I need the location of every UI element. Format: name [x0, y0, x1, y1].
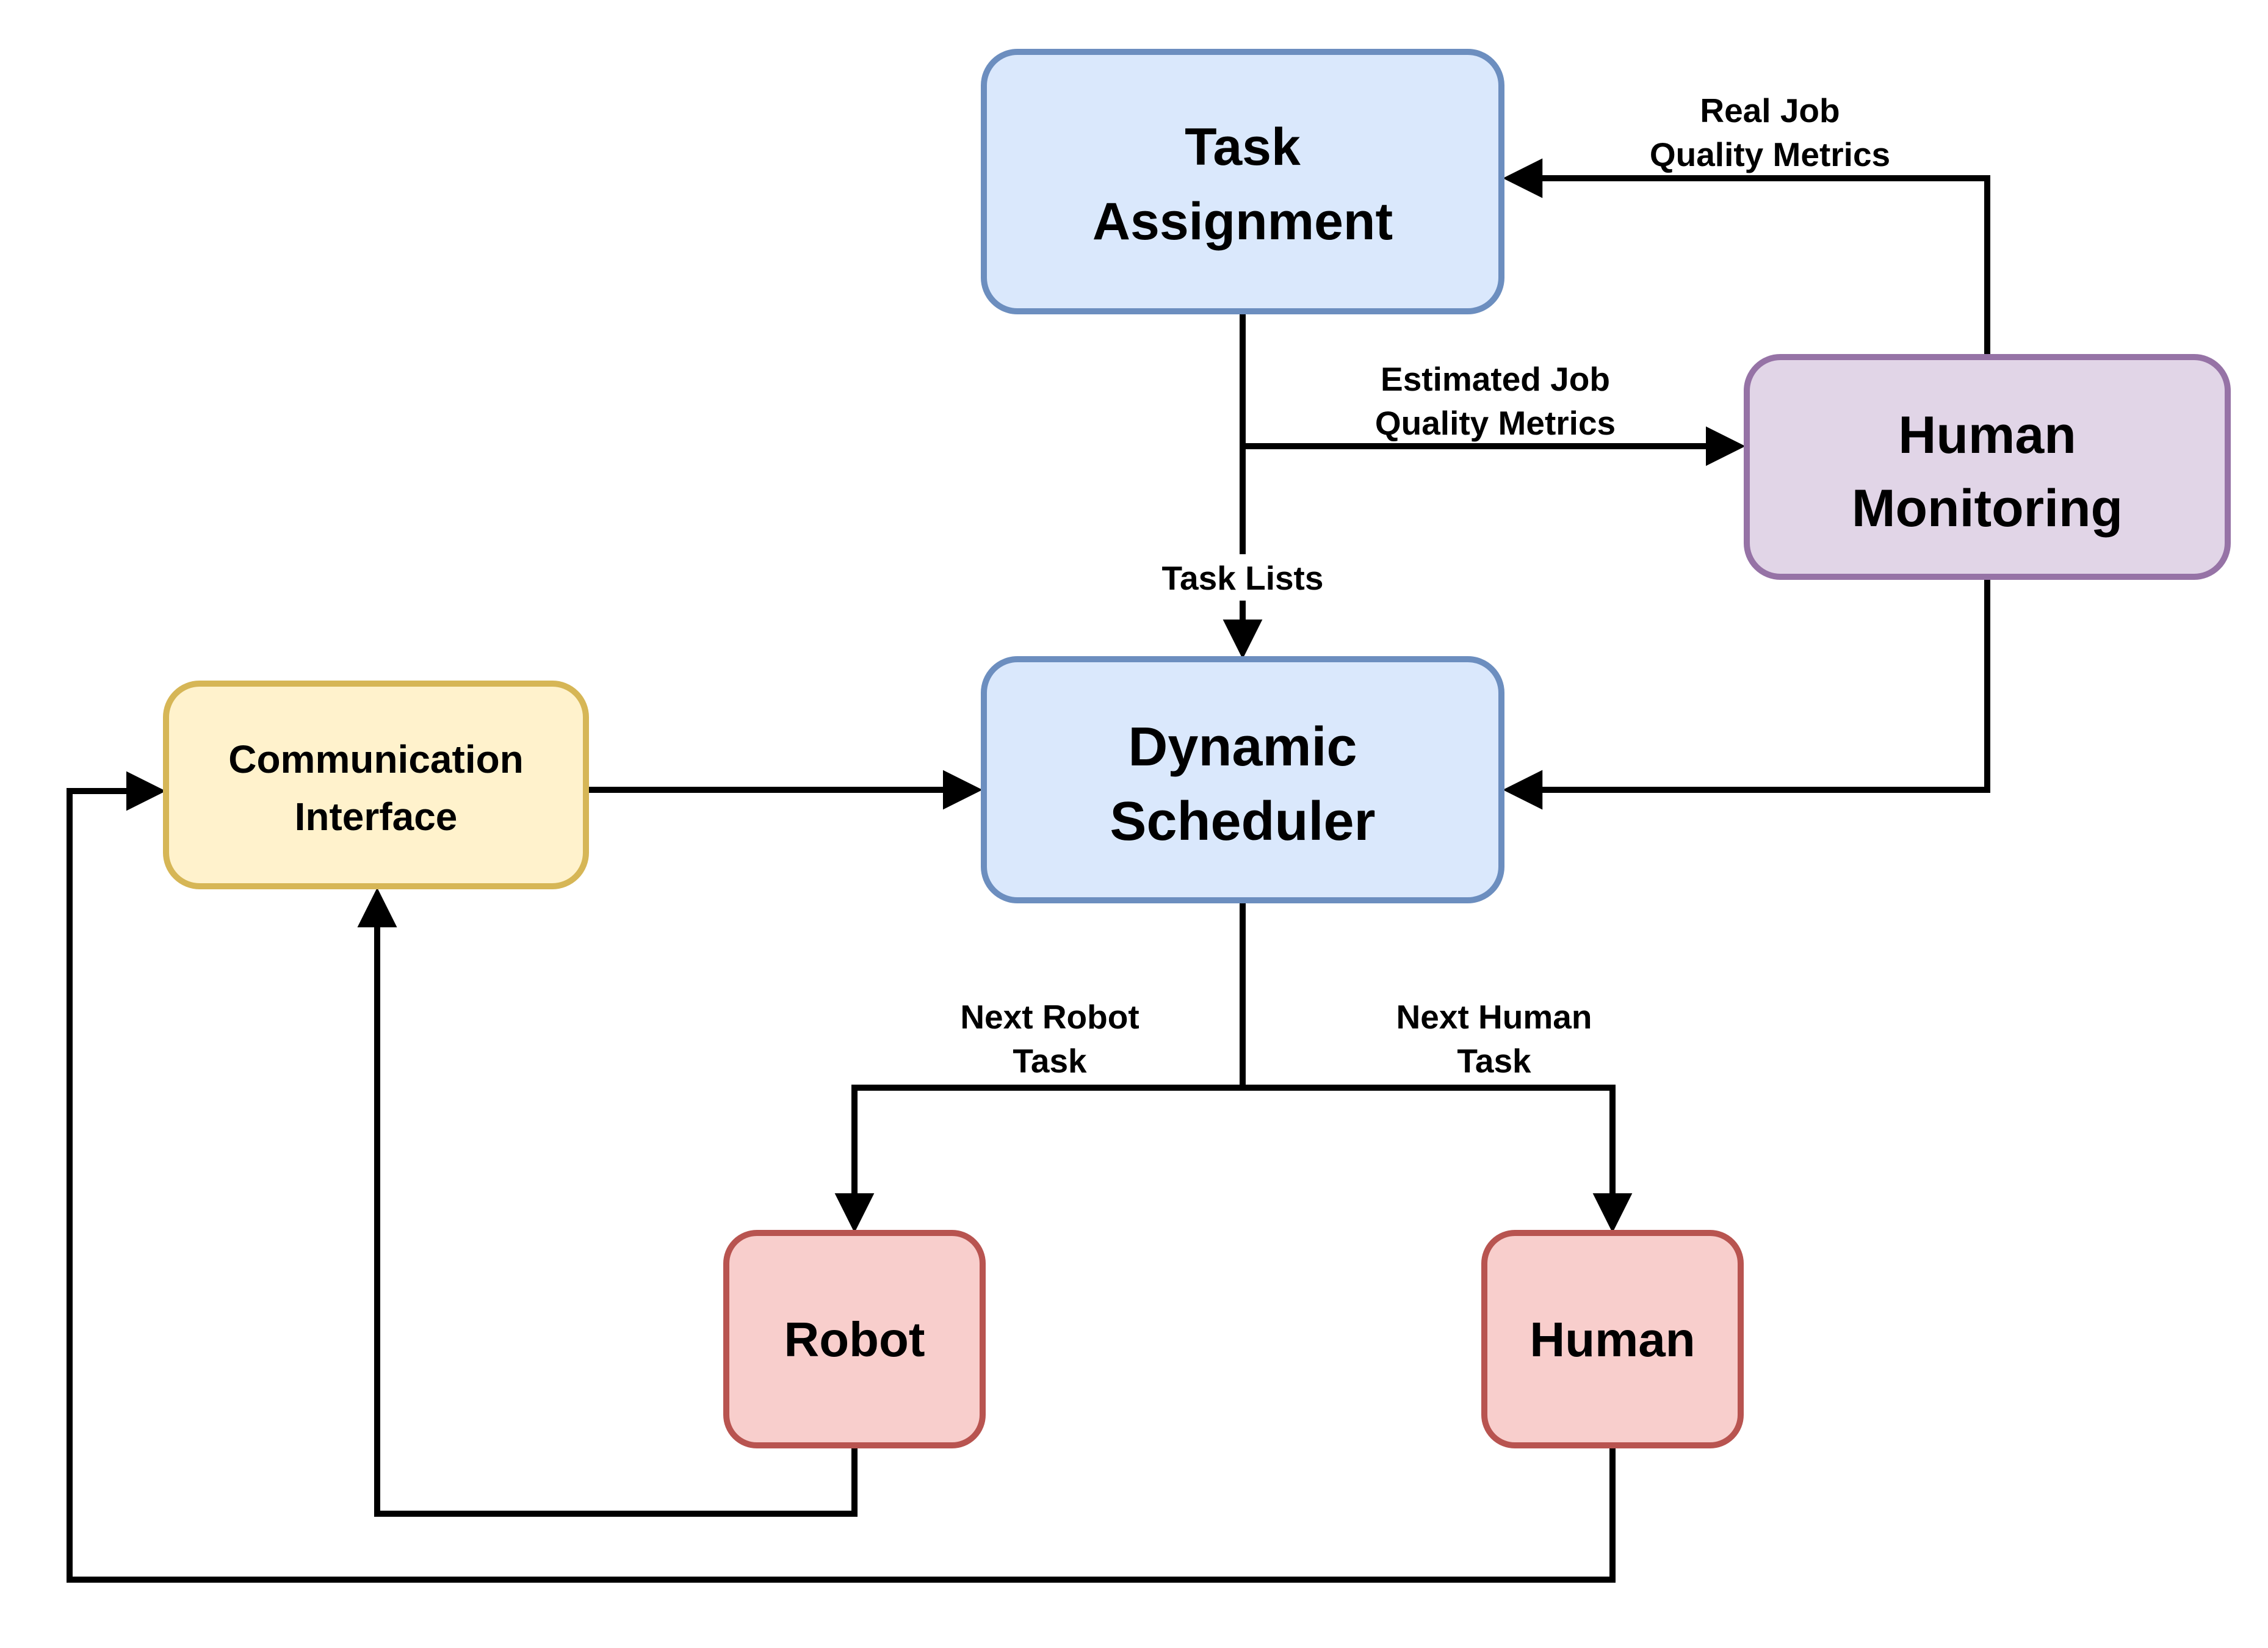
human-box: [1481, 1230, 1744, 1448]
edge-label-next-robot-task: Next Robot Task: [960, 998, 1139, 1080]
task-lists-label: Task Lists: [1162, 559, 1324, 597]
edge-label-real-job-quality-metrics: Real Job Quality Metrics: [1650, 92, 1890, 173]
node-dynamic-scheduler: Dynamic Scheduler: [981, 656, 1504, 903]
next-human-label-line1: Next Human: [1396, 998, 1592, 1036]
real-job-label-line2: Quality Metrics: [1650, 136, 1890, 173]
human-monitoring-label-line1: Human: [1898, 406, 2076, 464]
dynamic-scheduler-box: [981, 656, 1504, 903]
edge-human-monitoring-to-dynamic-scheduler: [1503, 577, 1990, 810]
edge-label-task-lists: Task Lists: [1146, 554, 1339, 601]
task-assignment-label-line2: Assignment: [1092, 192, 1393, 251]
next-robot-label-line1: Next Robot: [960, 998, 1139, 1036]
edge-dynamic-scheduler-to-human: [1243, 1085, 1633, 1233]
edge-human-monitoring-to-task-assignment: [1503, 158, 1990, 357]
human-monitoring-box: [1744, 354, 2231, 580]
edge-human-to-communication-interface: [67, 771, 1616, 1583]
estimated-job-label-line2: Quality Metrics: [1375, 404, 1616, 442]
node-task-assignment: Task Assignment: [981, 49, 1504, 314]
edge-label-next-human-task: Next Human Task: [1396, 998, 1592, 1080]
task-assignment-box: [981, 49, 1504, 314]
task-assignment-label-line1: Task: [1185, 118, 1301, 176]
robot-label: Robot: [784, 1312, 925, 1367]
communication-interface-label-line2: Interface: [295, 795, 458, 839]
communication-interface-label-line1: Communication: [228, 737, 524, 781]
next-human-label-line2: Task: [1457, 1042, 1531, 1080]
estimated-job-label-line1: Estimated Job: [1381, 360, 1610, 398]
human-label: Human: [1529, 1312, 1695, 1367]
communication-interface-box: [163, 681, 589, 889]
dynamic-scheduler-label-line2: Scheduler: [1110, 791, 1375, 852]
node-communication-interface: Communication Interface: [163, 681, 589, 889]
edge-label-estimated-job-quality-metrics: Estimated Job Quality Metrics: [1375, 360, 1616, 442]
real-job-label-line1: Real Job: [1700, 92, 1840, 129]
node-robot: Robot: [723, 1230, 986, 1448]
node-human-monitoring: Human Monitoring: [1744, 354, 2231, 580]
human-monitoring-label-line2: Monitoring: [1852, 479, 2123, 538]
robot-box: [723, 1230, 986, 1448]
next-robot-label-line2: Task: [1013, 1042, 1087, 1080]
task-lists-label-background: [1146, 554, 1339, 601]
edge-robot-to-communication-interface: [357, 887, 858, 1517]
edge-dynamic-scheduler-to-robot: [834, 1085, 1243, 1233]
node-human: Human: [1481, 1230, 1744, 1448]
dynamic-scheduler-label-line1: Dynamic: [1128, 717, 1357, 778]
